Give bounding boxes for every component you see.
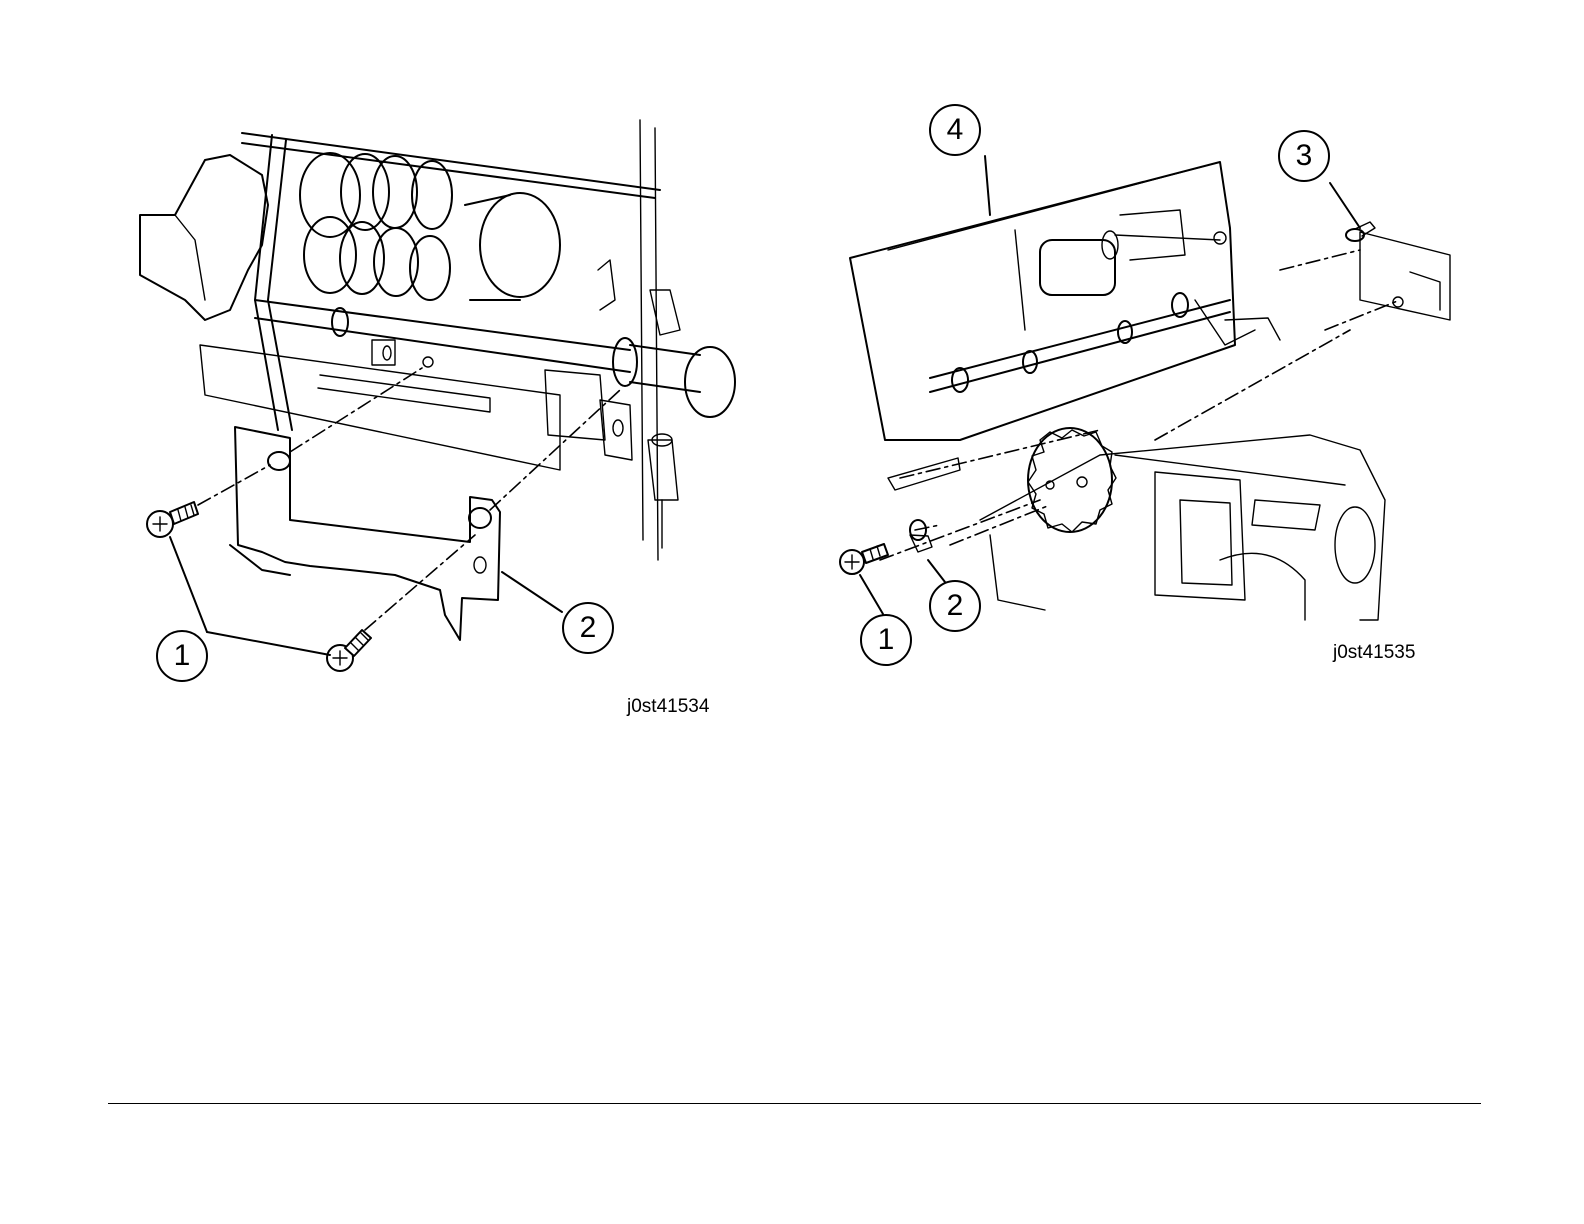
callout-3: 3	[1278, 130, 1330, 182]
callout-1: 1	[156, 630, 208, 682]
figure-id: j0st41535	[1333, 642, 1415, 664]
cover-assembly-illustration	[800, 0, 1584, 760]
callout-1: 1	[860, 614, 912, 666]
footer-divider	[108, 1103, 1481, 1104]
figure-right-cover-removal: 4 3 2 1 j0st41535	[800, 0, 1584, 760]
callout-2: 2	[929, 580, 981, 632]
bracket-assembly-illustration	[0, 0, 800, 760]
figure-id: j0st41534	[627, 696, 709, 718]
callout-2: 2	[562, 602, 614, 654]
callout-4: 4	[929, 104, 981, 156]
figure-left-bracket-removal: 1 2 j0st41534	[0, 0, 800, 760]
